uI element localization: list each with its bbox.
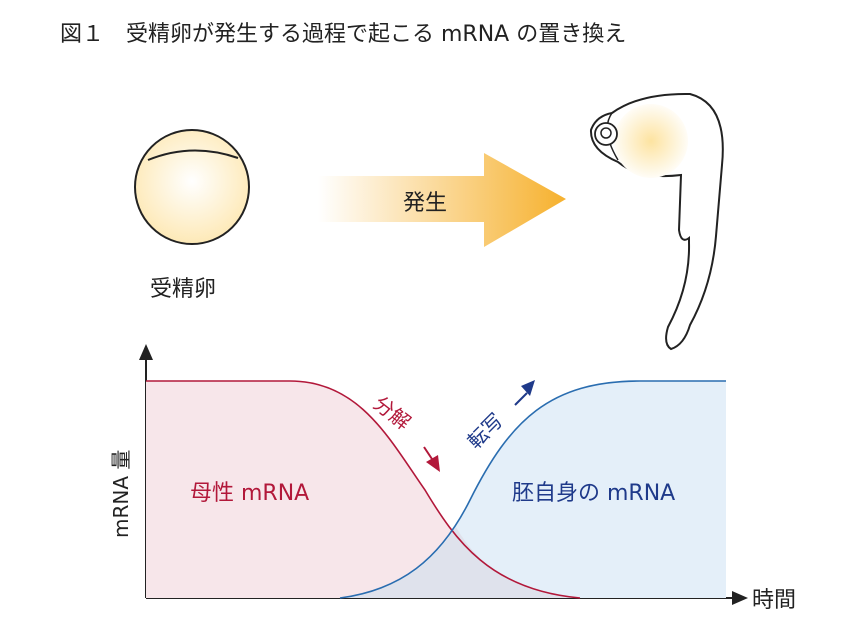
maternal-mrna-label: 母性 mRNA: [190, 481, 309, 506]
development-arrow: [318, 153, 566, 247]
maternal-mrna-curve: [146, 380, 581, 599]
transcription-arrow: [514, 380, 535, 406]
figure-title: 図１ 受精卵が発生する過程で起こる mRNA の置き換え: [60, 22, 626, 47]
development-arrow-label: 発生: [403, 191, 447, 216]
zygotic-mrna-label: 胚自身の mRNA: [512, 481, 675, 506]
y-axis-label: mRNA 量: [109, 450, 133, 538]
zygotic-mrna-curve: [339, 380, 726, 599]
zygotic-mrna-area: [340, 381, 726, 598]
maternal-mrna-area: [146, 381, 580, 598]
fertilized-egg: [134, 129, 250, 245]
egg-label: 受精卵: [150, 277, 216, 302]
overlap-area: [340, 527, 580, 598]
degradation-arrow: [423, 446, 440, 472]
embryo-illustration: [589, 92, 724, 351]
x-axis-label: 時間: [752, 588, 796, 613]
